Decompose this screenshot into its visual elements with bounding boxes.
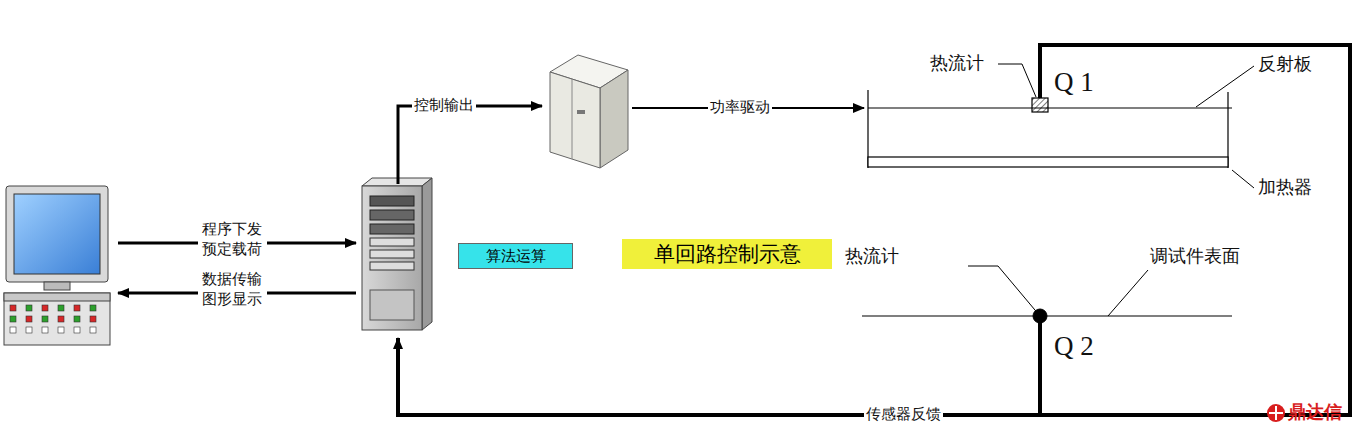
heater-assembly [868, 64, 1254, 188]
signal-lines [118, 106, 864, 293]
feedback-line [398, 45, 1350, 415]
keyboard-key [10, 316, 16, 322]
watermark-logo [1267, 404, 1285, 422]
arrow-label: 程序下发 预定载荷 [198, 220, 267, 259]
title-box: 单回路控制示意 [622, 239, 832, 269]
test-surface [862, 266, 1232, 323]
keyboard-key [42, 327, 48, 333]
keyboard-key [74, 305, 80, 311]
part-label: 反射板 [1258, 53, 1312, 75]
arrow-label: 数据传输 图形显示 [198, 270, 267, 309]
sensor-label: 热流计 [845, 245, 899, 267]
node-text: 单回路控制示意 [654, 240, 801, 268]
keyboard-key [58, 305, 64, 311]
keyboard-key [90, 305, 96, 311]
power-cabinet [550, 55, 628, 168]
arrow-label: 功率驱动 [708, 98, 772, 116]
keyboard-key [90, 327, 96, 333]
computer-icon [4, 186, 110, 345]
keyboard-key [10, 327, 16, 333]
part-label: 调试件表面 [1150, 245, 1240, 267]
watermark: 鼎达信 [1288, 401, 1342, 423]
keyboard-key [42, 316, 48, 322]
keyboard-key [26, 327, 32, 333]
callout-number: Q 2 [1054, 330, 1094, 362]
keyboard-key [26, 316, 32, 322]
keyboard-key [58, 316, 64, 322]
algorithm-box: 算法运算 [458, 243, 573, 269]
keyboard-key [26, 305, 32, 311]
keyboard-key [74, 327, 80, 333]
node-text: 算法运算 [486, 247, 546, 266]
keyboard-key [10, 305, 16, 311]
keyboard-key [74, 316, 80, 322]
part-label: 加热器 [1258, 176, 1312, 198]
keyboard-key [90, 316, 96, 322]
callout-number: Q 1 [1054, 66, 1094, 98]
arrow-label: 传感器反馈 [864, 405, 943, 423]
keyboard-key [42, 305, 48, 311]
arrow-label: 控制输出 [412, 96, 476, 114]
controller-server [362, 178, 432, 330]
sensor-label: 热流计 [930, 52, 984, 74]
keyboard-key [58, 327, 64, 333]
